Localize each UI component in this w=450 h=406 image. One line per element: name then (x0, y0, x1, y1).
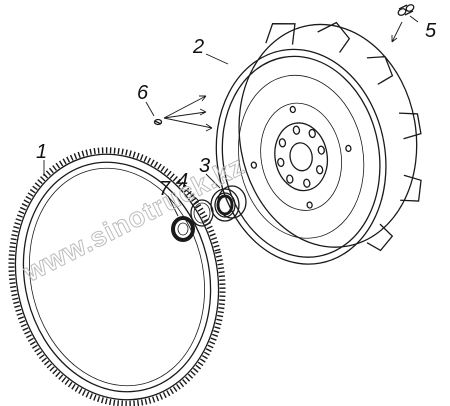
callout-5: 5 (425, 20, 437, 42)
callout-3: 3 (199, 155, 210, 177)
callout-2: 2 (192, 36, 204, 58)
watermark: www.sinotruck.kz (18, 150, 249, 288)
flywheel-bolt-holes (250, 105, 352, 209)
callout-1: 1 (36, 141, 47, 163)
plug (397, 4, 415, 16)
leader-lines (43, 15, 419, 217)
flywheel-hub (274, 122, 329, 192)
callout-4: 4 (177, 170, 188, 192)
snap-ring (171, 216, 195, 242)
flywheel (215, 21, 422, 265)
ring-gear-teeth (8, 147, 226, 406)
callout-7: 7 (159, 178, 171, 200)
flywheel-lugs (265, 21, 422, 252)
bearing (210, 185, 247, 222)
callout-6: 6 (137, 82, 149, 104)
pin (153, 118, 163, 126)
ring-gear (8, 147, 226, 406)
spacer-ring (190, 199, 214, 227)
